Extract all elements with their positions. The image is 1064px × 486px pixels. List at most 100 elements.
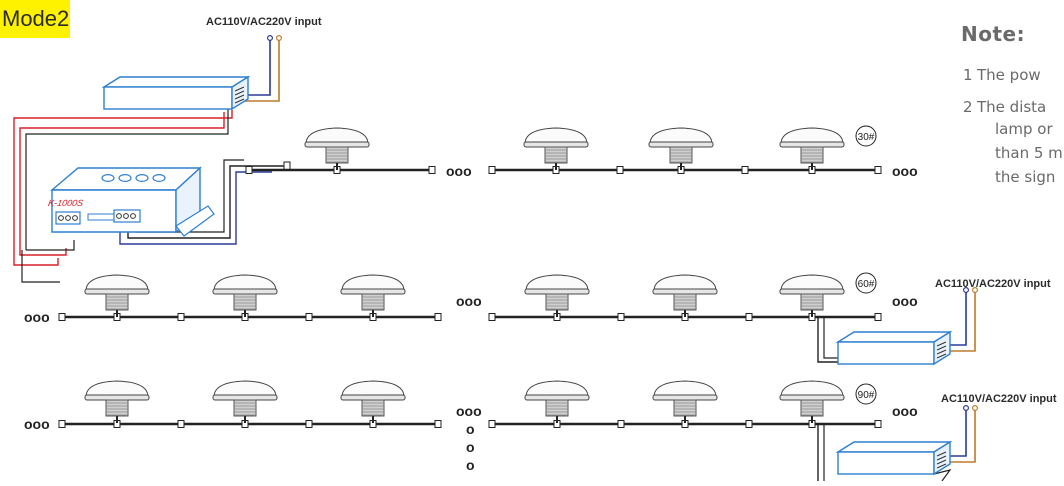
marker-text: 90# <box>858 390 875 401</box>
marker-circle <box>855 272 877 294</box>
lamp-fixture <box>779 274 845 317</box>
marker-circle <box>855 125 877 147</box>
cable-joint <box>305 313 313 321</box>
lamp-fixture <box>779 127 845 170</box>
cable-joint <box>741 166 749 174</box>
live-wire <box>236 38 280 102</box>
power-box-top <box>835 331 953 343</box>
lamp-thread <box>361 293 385 311</box>
lamp-dome <box>780 380 844 397</box>
lamp-dome <box>305 127 369 144</box>
controller-button <box>135 174 149 183</box>
terminal-screw <box>58 215 64 221</box>
continuation-marks-row1-mid: ooo <box>446 163 472 179</box>
power-box-top <box>835 441 953 453</box>
lamp-rim <box>340 288 406 295</box>
power-box-front <box>837 341 935 365</box>
power-box-terminal <box>234 86 245 92</box>
power-supply-row2 <box>835 330 953 366</box>
cable-end-connector <box>434 313 442 321</box>
neutral-prong <box>962 405 969 412</box>
cable-joint <box>745 420 753 428</box>
note-item-1-line-1: The pow <box>977 66 1041 84</box>
power-box-front <box>103 86 233 110</box>
lamp-rim <box>304 141 370 148</box>
continuation-marks-row3-end: ooo <box>892 403 918 419</box>
controller-bracket <box>175 205 215 237</box>
lamp-rim <box>779 288 845 295</box>
row2-feed-wire <box>817 317 838 363</box>
continuation-marks-row2-mid: ooo <box>456 293 482 309</box>
lamp-marker-90: 90# <box>855 383 877 405</box>
power-box-terminal <box>936 349 947 355</box>
cable-joint <box>617 420 625 428</box>
note-item-2-line-3: than 5 m <box>995 144 1063 162</box>
lamp-rim <box>779 394 845 401</box>
controller-button <box>118 174 132 183</box>
vertical-continuation-mark: o <box>466 439 475 455</box>
continuation-marks-row1-end: ooo <box>892 163 918 179</box>
marker-text: 30# <box>858 132 875 143</box>
note-item-2-line-2: lamp or <box>995 120 1053 138</box>
input-label-row2: AC110V/AC220V input <box>935 278 1051 290</box>
lamp-thread <box>545 293 569 311</box>
lamp-dome <box>213 274 277 291</box>
cable-end-connector <box>874 313 882 321</box>
lamp-fixture <box>648 127 714 170</box>
continuation-marks-row3-start: ooo <box>24 416 50 432</box>
cable-end-connector <box>488 313 496 321</box>
lamp-dome <box>524 127 588 144</box>
power-box-terminal <box>936 455 947 461</box>
lamp-fixture <box>523 127 589 170</box>
lamp-rim <box>212 394 278 401</box>
power-box-terminal <box>936 463 947 469</box>
lamp-thread <box>673 293 697 311</box>
lamp-marker-30: 30# <box>855 125 877 147</box>
power-box-terminal <box>936 459 947 465</box>
cable-end-connector <box>58 313 66 321</box>
signal-wire <box>19 112 225 256</box>
signal-wire <box>13 110 233 266</box>
terminal-screw <box>116 213 122 219</box>
lamp-thread <box>233 293 257 311</box>
lamp-cable <box>58 420 442 428</box>
lamp-dome <box>341 274 405 291</box>
lamp-thread <box>669 146 693 164</box>
cable-joint <box>177 420 185 428</box>
lamp-fixture <box>212 380 278 423</box>
neutral-prong <box>962 287 969 294</box>
lamp-dome <box>780 274 844 291</box>
lamp-rim <box>648 141 714 148</box>
marker-text: 60# <box>858 279 875 290</box>
cable-end-connector <box>428 166 436 174</box>
lamp-fixture <box>304 127 370 170</box>
power-box-terminal <box>936 345 947 351</box>
dc-wire <box>25 108 229 250</box>
lamp-dome <box>649 127 713 144</box>
input-label-row3: AC110V/AC220V input <box>941 393 1057 405</box>
note-item-2-line-1: The dista <box>977 98 1047 116</box>
cable-end-connector <box>488 166 496 174</box>
lamp-thread <box>800 293 824 311</box>
lamp-fixture <box>524 274 590 317</box>
live-wire <box>942 290 976 352</box>
input-label-top: AC110V/AC220V input <box>206 16 322 28</box>
lamp-rim <box>652 394 718 401</box>
power-box-terminal <box>234 94 245 100</box>
lamp-thread <box>325 146 349 164</box>
cable-joint <box>616 166 624 174</box>
lamp-dome <box>653 274 717 291</box>
cable-end-connector <box>58 420 66 428</box>
lamp-thread <box>233 399 257 417</box>
row2-feed-wire <box>823 317 838 359</box>
cable-joint <box>617 313 625 321</box>
note-item-2-number: 2 <box>963 98 973 116</box>
lamp-dome <box>525 380 589 397</box>
mode-label: Mode2 <box>0 0 70 38</box>
lamp-cable <box>488 420 882 428</box>
lamp-dome <box>341 380 405 397</box>
cable-end-connector <box>245 166 253 174</box>
marker-circle <box>855 383 877 405</box>
